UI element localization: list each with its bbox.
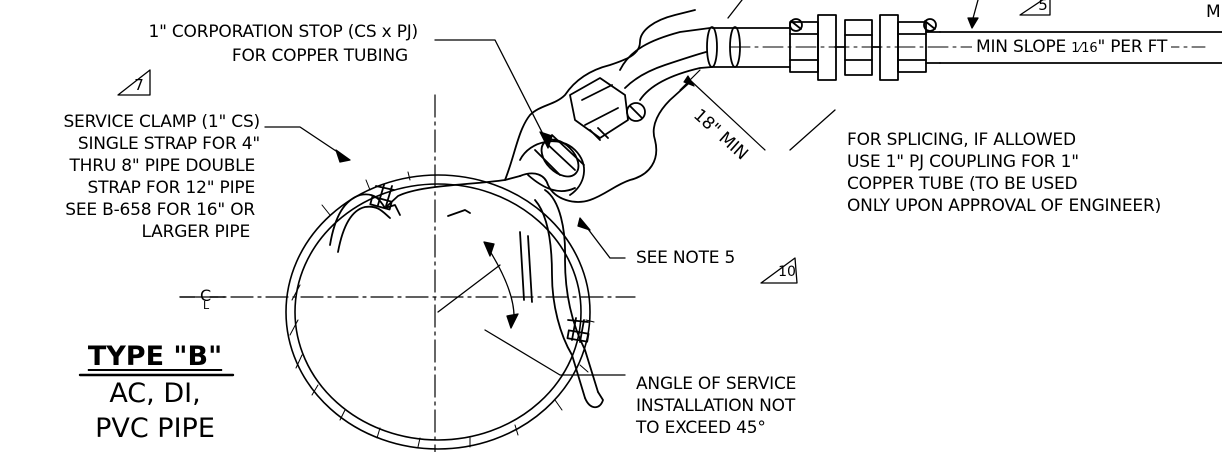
type-line-1: AC, DI, [109, 378, 201, 409]
revision-mark-10: 10 [778, 264, 796, 280]
clamp-label-6: LARGER PIPE [141, 222, 251, 242]
splice-label-1: FOR SPLICING, IF ALLOWED [847, 130, 1076, 150]
clamp-label-3: THRU 8" PIPE DOUBLE [69, 156, 255, 176]
min-slope-prefix: MIN SLOPE [976, 37, 1072, 57]
centerline-c: C [200, 286, 211, 305]
corp-stop-label-2: FOR COPPER TUBING [231, 46, 408, 66]
main-pipe [285, 171, 595, 450]
splice-label-4: ONLY UPON APPROVAL OF ENGINEER) [847, 196, 1162, 216]
pipe-centerlines [195, 94, 636, 452]
min-slope-suffix: " PER FT [1097, 37, 1168, 57]
revision-mark-5: 5 [1038, 0, 1048, 14]
clamp-label-1: SERVICE CLAMP (1" CS) [63, 112, 260, 132]
centerline-label: CL [200, 286, 217, 312]
angle-indicator [437, 241, 519, 329]
angle-label-2: INSTALLATION NOT [636, 396, 796, 416]
type-line-2: PVC PIPE [95, 413, 215, 444]
corner-letter: M [1206, 2, 1221, 22]
corp-stop-label-1: 1" CORPORATION STOP (CS x PJ) [148, 22, 418, 42]
leader-lines [264, 0, 979, 376]
angle-label-3: TO EXCEED 45° [636, 418, 766, 438]
min-slope-fraction: 1⁄16 [1071, 41, 1098, 56]
clamp-label-2: SINGLE STRAP FOR 4" [77, 134, 260, 154]
clamp-label-4: STRAP FOR 12" PIPE [87, 178, 256, 198]
type-title: TYPE "B" [87, 341, 223, 372]
angle-label-1: ANGLE OF SERVICE [636, 374, 797, 394]
min-dimension [679, 69, 766, 151]
splice-label-3: COPPER TUBE (TO BE USED [847, 174, 1078, 194]
service-clamp [329, 175, 604, 409]
splice-label-2: USE 1" PJ COUPLING FOR 1" [847, 152, 1079, 172]
min-slope-label: MIN SLOPE 1⁄16" PER FT [972, 37, 1172, 58]
see-note-label: SEE NOTE 5 [636, 248, 736, 268]
revision-triangles [117, 0, 1051, 284]
corporation-stop [504, 9, 713, 203]
revision-mark-7: 7 [134, 76, 144, 94]
clamp-label-5: SEE B-658 FOR 16" OR [65, 200, 255, 220]
centerline-sub: L [202, 299, 209, 312]
